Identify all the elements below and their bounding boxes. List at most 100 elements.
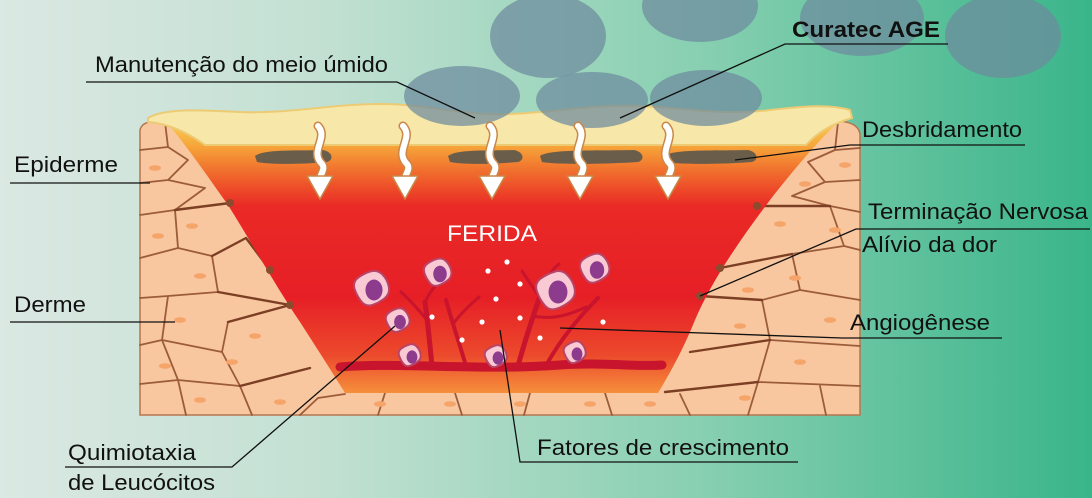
arrow-stem bbox=[662, 123, 675, 182]
angiogenesis-label: Angiogênese bbox=[850, 310, 990, 335]
growth-factor-dot bbox=[517, 281, 523, 287]
growth-factor-dot bbox=[504, 259, 510, 265]
leukocyte-nucleus bbox=[406, 350, 418, 364]
leader-angiogenesis bbox=[559, 327, 1002, 339]
nerve-ending-dot bbox=[266, 266, 274, 274]
cell-nucleus bbox=[774, 221, 786, 227]
growth-factor-dot bbox=[479, 319, 485, 325]
nerve-fiber-paths bbox=[173, 201, 832, 394]
cell-nucleus bbox=[839, 162, 851, 168]
dermis-label: Derme bbox=[14, 292, 86, 317]
arrow-head bbox=[306, 175, 334, 200]
cell-nucleus bbox=[742, 287, 754, 293]
cell-nucleus bbox=[514, 401, 526, 407]
debris-patch bbox=[255, 150, 332, 164]
dressing-particle bbox=[945, 0, 1061, 78]
cell-nucleus bbox=[149, 165, 161, 171]
main-blood-vessel bbox=[335, 359, 667, 372]
down-arrow-icon bbox=[391, 121, 419, 200]
down-arrow-icon bbox=[654, 121, 682, 200]
cell-nucleus bbox=[644, 401, 656, 407]
arrow-stem bbox=[574, 123, 587, 182]
leader-product bbox=[619, 43, 948, 119]
cell-nucleus bbox=[739, 395, 751, 401]
cell-nucleus bbox=[194, 273, 206, 279]
cell-nucleus bbox=[374, 401, 386, 407]
moisture-arrows bbox=[306, 121, 682, 200]
growth-factors-label: Fatores de crescimento bbox=[537, 435, 789, 460]
dressing-particle bbox=[536, 72, 648, 128]
cell-nucleus bbox=[274, 399, 286, 405]
pain-relief-label: Alívio da dor bbox=[862, 232, 997, 257]
cell-nucleus bbox=[194, 397, 206, 403]
cell-nucleus bbox=[799, 181, 811, 187]
cell-nucleus bbox=[824, 317, 836, 323]
growth-factor-dot bbox=[493, 296, 499, 302]
cell-nucleus bbox=[152, 233, 164, 239]
down-arrow-icon bbox=[478, 121, 506, 200]
growth-factor-particles bbox=[429, 259, 606, 343]
capillary-branch bbox=[422, 299, 435, 369]
leukocyte bbox=[562, 340, 587, 365]
leukocyte-nucleus bbox=[548, 280, 568, 304]
nerve-ending-dot bbox=[716, 264, 724, 272]
leader-growth-factors bbox=[499, 329, 798, 463]
dressing-particles bbox=[404, 0, 1061, 128]
debris-patch bbox=[540, 150, 643, 164]
growth-factor-dot bbox=[429, 314, 435, 320]
leukocyte-nucleus bbox=[394, 314, 406, 330]
nerve-ending-dot bbox=[753, 202, 761, 210]
capillary-branch bbox=[444, 298, 468, 368]
nerve-endings bbox=[226, 199, 761, 309]
cell-nucleus bbox=[789, 275, 801, 281]
cell-nucleus bbox=[829, 227, 841, 233]
wound-label: FERIDA bbox=[447, 221, 537, 246]
cell-nucleus bbox=[226, 359, 238, 365]
leukocyte-nucleus bbox=[433, 265, 447, 283]
debris-patch bbox=[664, 150, 757, 164]
cell-nucleus bbox=[584, 401, 596, 407]
leukocyte bbox=[353, 269, 391, 307]
leukocyte bbox=[422, 257, 453, 287]
down-arrow-icon bbox=[566, 121, 594, 200]
growth-factor-dot bbox=[600, 319, 606, 325]
cell-nucleus bbox=[186, 223, 198, 229]
product-label: Curatec AGE bbox=[792, 17, 940, 42]
capillary-branch bbox=[451, 295, 481, 326]
arrow-head bbox=[654, 175, 682, 200]
cell-nucleus bbox=[734, 323, 746, 329]
growth-factor-dot bbox=[537, 335, 543, 341]
dressing-particle bbox=[490, 0, 606, 78]
epidermis-label: Epiderme bbox=[14, 152, 118, 177]
leukocyte bbox=[384, 307, 411, 333]
leukocyte bbox=[578, 252, 611, 284]
growth-factor-dot bbox=[485, 268, 491, 274]
leukocyte bbox=[483, 344, 508, 369]
leader-lines bbox=[10, 43, 1090, 468]
arrow-stem bbox=[486, 123, 499, 182]
debridement-label: Desbridamento bbox=[862, 117, 1022, 142]
cell-nucleus bbox=[159, 363, 171, 369]
cell-nucleus bbox=[249, 333, 261, 339]
arrow-head bbox=[391, 175, 419, 200]
leukocyte-nucleus bbox=[589, 261, 605, 279]
nerve-ending-dot bbox=[286, 301, 294, 309]
nerve-ending-dot bbox=[226, 199, 234, 207]
leukocyte bbox=[535, 270, 576, 311]
leukocytes bbox=[353, 252, 611, 369]
arrow-head bbox=[566, 175, 594, 200]
arrow-stem bbox=[399, 123, 412, 182]
leukocyte-nucleus bbox=[365, 279, 383, 301]
arrow-head bbox=[478, 175, 506, 200]
capillary-branch bbox=[546, 296, 600, 364]
dressing-particle bbox=[642, 0, 758, 42]
dressing-particle bbox=[650, 70, 762, 126]
leukocyte-nucleus bbox=[492, 351, 504, 365]
cell-nucleus bbox=[174, 317, 186, 323]
down-arrow-icon bbox=[306, 121, 334, 200]
leader-chemotaxis bbox=[65, 325, 396, 468]
cell-nucleus bbox=[444, 401, 456, 407]
growth-factor-dot bbox=[459, 337, 465, 343]
